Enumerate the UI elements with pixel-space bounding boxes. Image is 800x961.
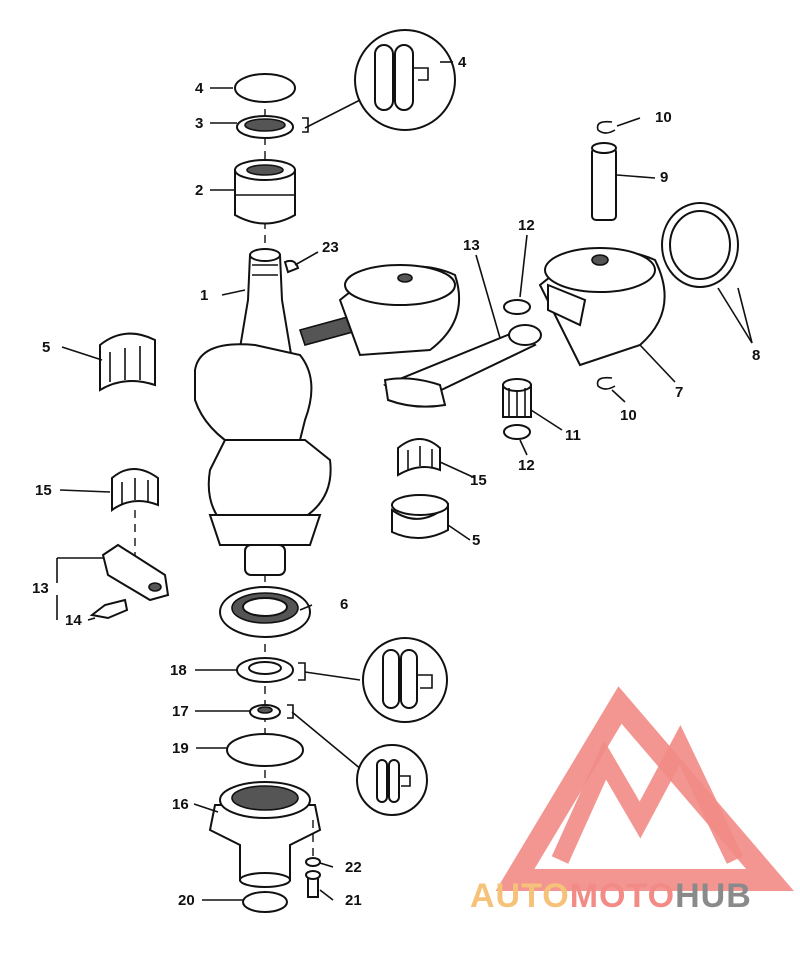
o-ring-lower <box>226 733 304 767</box>
ball-bearing <box>219 586 311 638</box>
o-ring-bottom <box>242 891 288 913</box>
label-15-right: 15 <box>470 472 487 489</box>
label-12-top: 12 <box>518 217 535 234</box>
label-2: 2 <box>195 182 203 199</box>
label-19: 19 <box>172 740 189 757</box>
label-10-bottom: 10 <box>620 407 637 424</box>
label-11: 11 <box>565 427 581 444</box>
oil-seal <box>236 657 294 683</box>
label-20: 20 <box>178 892 195 909</box>
label-21: 21 <box>345 892 362 909</box>
o-ring-top <box>234 73 296 103</box>
label-4-top: 4 <box>195 80 204 97</box>
label-9: 9 <box>660 169 668 186</box>
label-14: 14 <box>65 612 82 629</box>
needle-bearing <box>502 378 532 418</box>
rod-cap-left <box>101 543 170 602</box>
small-seal <box>249 704 281 720</box>
woodruff-key <box>283 259 300 274</box>
svg-text:AUTOMOTOHUB: AUTOMOTOHUB <box>470 877 752 915</box>
label-22: 22 <box>345 859 362 876</box>
piston-installed <box>338 264 461 357</box>
label-4-detail: 4 <box>458 54 467 71</box>
crankshaft <box>194 248 417 576</box>
bearing-half-left <box>99 332 156 392</box>
label-16: 16 <box>172 796 189 813</box>
washer-22 <box>305 857 321 867</box>
bearing-half-right <box>391 494 449 539</box>
watermark-text-hub: HUB <box>675 877 752 915</box>
label-8: 8 <box>752 347 760 364</box>
needle-cage-right <box>397 438 441 477</box>
label-17: 17 <box>172 703 189 720</box>
lock-ring-bottom <box>596 376 616 390</box>
needle-cage-left <box>111 468 159 512</box>
watermark-m-icon <box>551 725 744 864</box>
label-5-right: 5 <box>472 532 480 549</box>
lower-end-cap <box>208 781 322 888</box>
label-12-bottom: 12 <box>518 457 535 474</box>
thrust-washer-lower <box>503 424 531 440</box>
callout-labels: 4 3 2 4 1 23 5 15 13 14 6 18 17 19 16 20… <box>32 54 760 909</box>
label-18: 18 <box>170 662 187 679</box>
connecting-rod-right <box>383 324 542 408</box>
label-13-left: 13 <box>32 580 49 597</box>
thrust-washer-upper <box>503 299 531 315</box>
upper-main-bearing <box>234 159 296 225</box>
label-3: 3 <box>195 115 203 132</box>
label-1: 1 <box>200 287 208 304</box>
label-7: 7 <box>675 384 683 401</box>
label-5-left: 5 <box>42 339 50 356</box>
piston-rings <box>661 202 739 288</box>
detail-circle-mid <box>298 637 448 723</box>
piston-pin <box>591 142 617 221</box>
seal-top <box>236 115 294 139</box>
detail-circle-low <box>287 704 428 816</box>
label-6: 6 <box>340 596 348 613</box>
label-13-right: 13 <box>463 237 480 254</box>
label-15-left: 15 <box>35 482 52 499</box>
label-10-top: 10 <box>655 109 672 126</box>
watermark-logo: AUTOMOTOHUB <box>470 686 794 915</box>
leader-lines <box>56 61 753 901</box>
watermark-text-auto: AUTO <box>470 877 570 915</box>
screw-21 <box>305 870 321 898</box>
label-23: 23 <box>322 239 339 256</box>
rod-cap-screw <box>89 598 129 620</box>
piston-right <box>538 247 666 367</box>
detail-circle-top <box>302 29 456 133</box>
lock-ring-top <box>596 120 616 134</box>
watermark-text-moto: MOTO <box>570 877 675 915</box>
